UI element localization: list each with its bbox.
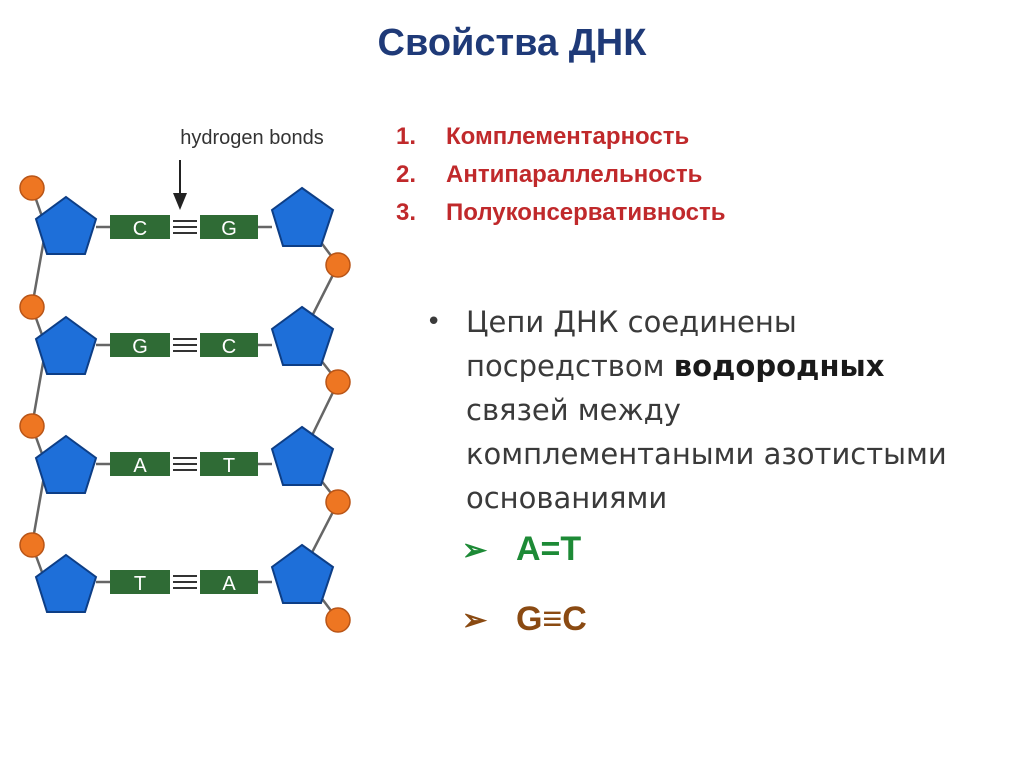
dna-properties-list: 1. Комплементарность 2. Антипараллельность…	[396, 118, 726, 232]
phosphate-icon	[325, 369, 351, 395]
property-item: 2. Антипараллельность	[396, 156, 726, 194]
hydrogen-bond-dots	[173, 338, 197, 352]
base-box	[110, 333, 170, 357]
phosphate-icon	[325, 489, 351, 515]
hydrogen-bonds-label: hydrogen bonds	[180, 127, 323, 149]
phosphate-icon	[19, 175, 45, 201]
phosphate-icon	[19, 294, 45, 320]
sugar-pentagon-icon	[34, 315, 98, 375]
arrow-bullet-icon: ➢	[462, 534, 488, 567]
bullet-text-start: Цепи ДНК соединены посредством	[466, 305, 797, 383]
base-label: T	[223, 455, 235, 477]
pair-at: ➢ A=T	[462, 530, 581, 569]
bullet-marker: •	[426, 307, 442, 337]
phosphate-icon	[325, 252, 351, 278]
hydrogen-bonds-arrow-icon	[173, 160, 187, 210]
base-box	[200, 333, 258, 357]
property-number: 1.	[396, 123, 417, 150]
sugar-pentagon-icon	[34, 434, 98, 494]
slide-title: Свойства ДНК	[377, 22, 647, 64]
sugar-pentagon-icon	[270, 305, 335, 366]
phosphate-icon	[325, 607, 351, 633]
property-label: Комплементарность	[446, 123, 690, 150]
base-label: C	[222, 336, 236, 358]
dna-diagram: hydrogen bonds C G G C A T T	[19, 127, 351, 633]
sugar-pentagon-icon	[34, 553, 98, 613]
base-label: G	[132, 336, 148, 358]
property-label: Антипараллельность	[446, 161, 703, 188]
hydrogen-bond-dots	[173, 220, 197, 234]
pair-gc: ➢ G≡C	[462, 600, 587, 639]
base-box	[200, 452, 258, 476]
sugar-pentagon-icon	[270, 425, 335, 486]
sugar-pentagon-icon	[270, 186, 335, 247]
pair-label: G≡C	[516, 600, 587, 638]
base-box	[200, 215, 258, 239]
property-item: 1. Комплементарность	[396, 118, 726, 156]
property-number: 2.	[396, 161, 417, 188]
base-box	[110, 570, 170, 594]
phosphate-icon	[19, 532, 45, 558]
base-label: A	[133, 455, 147, 477]
base-label: C	[133, 218, 147, 240]
property-item: 3. Полуконсервативность	[396, 194, 726, 232]
base-label: G	[221, 218, 237, 240]
base-box	[110, 215, 170, 239]
base-box	[110, 452, 170, 476]
bullet-text: Цепи ДНК соединены посредством водородны…	[466, 300, 966, 520]
phosphate-icon	[19, 413, 45, 439]
bullet-text-bold: водородных	[673, 349, 885, 383]
hydrogen-bond-dots	[173, 457, 197, 471]
property-label: Полуконсервативность	[446, 199, 726, 226]
bullet-text-end: связей между комплементаными азотистыми …	[466, 393, 947, 515]
pair-label: A=T	[516, 530, 582, 568]
arrow-bullet-icon: ➢	[462, 604, 488, 637]
base-label: T	[134, 573, 146, 595]
hydrogen-bond-dots	[173, 575, 197, 589]
base-label: A	[222, 573, 236, 595]
base-box	[200, 570, 258, 594]
property-number: 3.	[396, 199, 417, 226]
sugar-pentagon-icon	[270, 543, 335, 604]
sugar-pentagon-icon	[34, 195, 98, 255]
